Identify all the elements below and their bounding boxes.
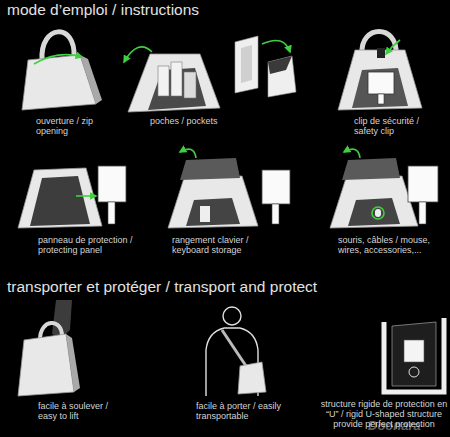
- bag-interior: [348, 198, 400, 226]
- green-arrow: [386, 40, 400, 54]
- bag-body: [338, 50, 422, 110]
- u-structure: [384, 318, 444, 392]
- bag-body: [18, 168, 102, 228]
- pocket: [184, 72, 196, 98]
- green-arrow: [124, 47, 152, 62]
- pocket-piece: [268, 56, 296, 97]
- monitor-stand: [108, 202, 115, 224]
- caption: rangement clavier / keyboard storage: [172, 235, 262, 255]
- green-arrow: [344, 149, 360, 158]
- green-arrow: [34, 55, 82, 64]
- mouse-highlight: [372, 207, 384, 219]
- bag-body: [168, 176, 258, 228]
- bag-body: [238, 362, 266, 394]
- caption: ouverture / zip opening: [36, 116, 98, 136]
- bag-interior: [352, 68, 408, 108]
- watermark: Doonara: [368, 418, 448, 433]
- person-head: [223, 307, 241, 325]
- bag-body: [18, 334, 74, 396]
- pocket: [158, 66, 169, 96]
- monitor-stand: [409, 367, 419, 377]
- page-title: mode d’emploi / instructions: [7, 1, 199, 19]
- green-arrow: [262, 40, 290, 52]
- bag-flap: [342, 158, 400, 180]
- pocket-slot: [241, 45, 252, 83]
- monitor: [262, 170, 290, 204]
- section-heading: transporter et protéger / transport and …: [7, 278, 447, 296]
- monitor: [408, 166, 438, 202]
- monitor-stand: [378, 94, 384, 104]
- monitor-stand: [272, 204, 279, 224]
- bag-body: [330, 176, 418, 228]
- mouse: [375, 209, 381, 217]
- caption: facile à porter / easily transportable: [196, 401, 292, 421]
- caption: clip de sécurité / safety clip: [354, 116, 434, 136]
- caption: poches / pockets: [150, 116, 250, 126]
- green-arrow: [76, 195, 96, 197]
- bag-body: [128, 54, 220, 112]
- bag-side: [80, 55, 102, 104]
- monitor: [404, 340, 424, 362]
- safety-clip: [377, 48, 385, 58]
- protecting-panel: [30, 176, 90, 226]
- caption: facile à soulever / easy to lift: [38, 401, 128, 421]
- bag-interior: [186, 198, 240, 226]
- keyboard-flap: [180, 158, 240, 180]
- caption: panneau de protection / protecting panel: [38, 235, 146, 255]
- protective-panel: [392, 322, 436, 386]
- pocket-flap: [268, 56, 292, 74]
- caption: souris, câbles / mouse, wires, accessori…: [338, 235, 448, 255]
- pocket-piece: [235, 36, 258, 93]
- bag-side: [66, 334, 80, 392]
- monitor: [98, 166, 126, 202]
- monitor: [368, 72, 394, 94]
- green-arrow: [180, 149, 196, 158]
- keyboard: [200, 206, 210, 222]
- pocket: [171, 62, 182, 96]
- monitor-stand: [419, 202, 426, 224]
